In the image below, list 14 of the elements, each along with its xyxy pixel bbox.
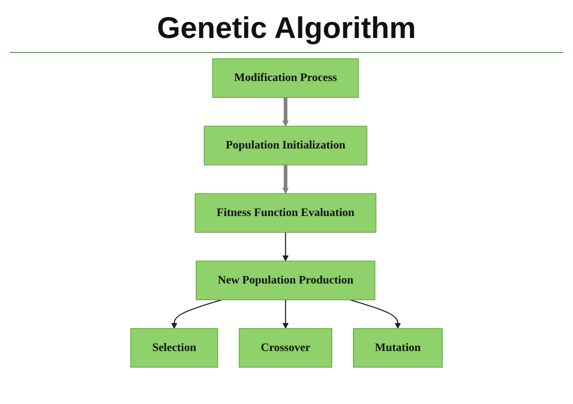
node-box: Fitness Function Evaluation	[194, 193, 376, 233]
arrow	[282, 164, 289, 194]
node-box: New Population Production	[196, 260, 376, 300]
node-box: Mutation	[353, 328, 443, 368]
arrow	[282, 232, 289, 262]
arrow	[282, 97, 289, 126]
node-box: Selection	[130, 328, 218, 368]
arrow	[282, 300, 289, 329]
title: Genetic Algorithm	[156, 12, 417, 46]
node-box: Modification Process	[212, 58, 359, 98]
arrow	[171, 299, 222, 329]
arrow	[350, 299, 401, 329]
node-box: Crossover	[238, 328, 332, 368]
node-box: Population Initialization	[204, 126, 368, 166]
